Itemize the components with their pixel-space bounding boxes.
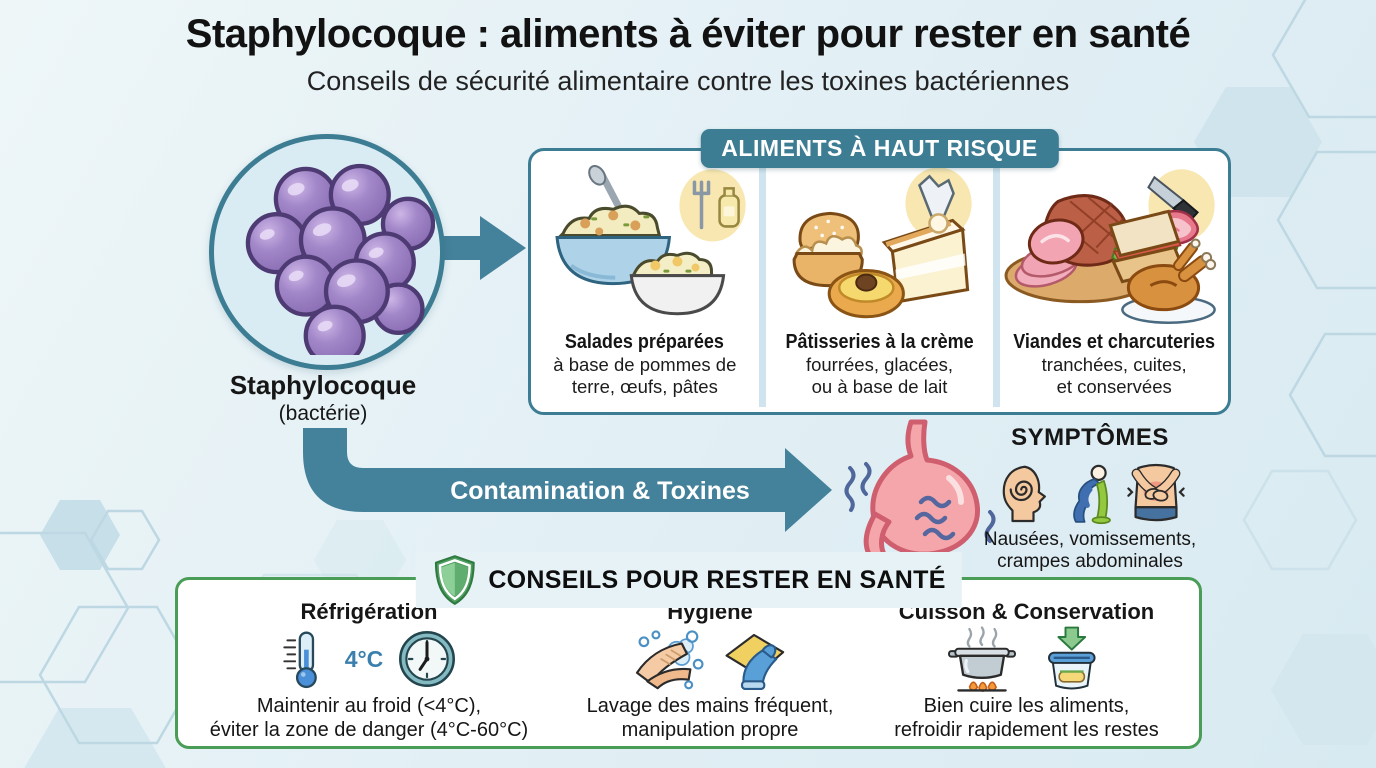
salad-bowls-icon bbox=[555, 165, 746, 316]
refrigeration-line2: éviter la zone de danger (4°C-60°C) bbox=[209, 719, 529, 742]
symptoms-icons bbox=[976, 457, 1204, 525]
storage-container-icon bbox=[1048, 626, 1096, 690]
contamination-arrow-label: Contamination & Toxines bbox=[450, 477, 750, 505]
advice-columns: Réfrigération 4°C bbox=[178, 580, 1199, 743]
cream-pastries-icon bbox=[792, 167, 972, 319]
page-title: Staphylocoque : aliments à éviter pour r… bbox=[185, 12, 1191, 56]
symptoms-description: Nausées, vomissements, crampes abdominal… bbox=[976, 529, 1204, 574]
clock-icon bbox=[399, 631, 456, 687]
high-risk-foods-box: ALIMENTS À HAUT RISQUE bbox=[528, 129, 1231, 415]
hygiene-line1: Lavage des mains fréquent, bbox=[586, 695, 834, 717]
refrigeration-icons: 4°C bbox=[280, 625, 459, 693]
high-risk-panels: Salades préparées à base de pommes de te… bbox=[531, 151, 1228, 412]
bacteria-label: Staphylocoque (bactérie) bbox=[163, 370, 483, 426]
refrigeration-description: Maintenir au froid (<4°C), éviter la zon… bbox=[210, 694, 528, 743]
refrigeration-title: Réfrigération bbox=[300, 599, 438, 624]
food-desc-pastries: fourrées, glacées, ou à base de lait bbox=[806, 354, 953, 398]
vomiting-person-icon bbox=[1073, 464, 1111, 525]
bacteria-circle bbox=[209, 134, 445, 370]
food-desc-meats-line2: et conservées bbox=[1056, 376, 1172, 398]
advice-col-refrigeration: Réfrigération 4°C bbox=[178, 599, 560, 743]
hand-washing-icon bbox=[635, 630, 704, 690]
food-desc-meats: tranchées, cuites, et conservées bbox=[1042, 354, 1187, 398]
advice-col-hygiene: Hygiène bbox=[560, 599, 860, 743]
glove-wiping-icon bbox=[725, 633, 784, 690]
symptoms-section: SYMPTÔMES bbox=[976, 424, 1204, 574]
food-desc-salads: à base de pommes de terre, œufs, pâtes bbox=[553, 354, 736, 398]
contamination-arrow bbox=[303, 428, 832, 532]
symptoms-line1: Nausées, vomissements, bbox=[983, 529, 1197, 550]
food-title-meats: Viandes et charcuteries bbox=[1013, 331, 1216, 353]
panel-divider bbox=[993, 163, 1001, 407]
thermometer-icon bbox=[283, 631, 317, 689]
cooking-pot-icon bbox=[948, 626, 1016, 692]
food-title-salads: Salades préparées bbox=[565, 331, 725, 353]
symptoms-line2: crampes abdominales bbox=[997, 551, 1183, 573]
nausea-head-icon bbox=[1002, 465, 1046, 523]
bacteria-cluster-icon bbox=[245, 163, 435, 355]
cooking-line2: refroidir rapidement les restes bbox=[894, 719, 1159, 742]
advice-title: CONSEILS POUR RESTER EN SANTÉ bbox=[488, 565, 946, 594]
food-panel-pastries: Pâtisseries à la crème fourrées, glacées… bbox=[766, 151, 994, 412]
cooking-icons bbox=[944, 625, 1109, 693]
health-advice-box: CONSEILS POUR RESTER EN SANTÉ Réfrigérat… bbox=[175, 552, 1202, 749]
abdominal-cramps-icon bbox=[1127, 463, 1185, 522]
panel-divider bbox=[758, 163, 766, 407]
advice-col-cooking: Cuisson & Conservation bbox=[860, 599, 1193, 743]
high-risk-header: ALIMENTS À HAUT RISQUE bbox=[700, 129, 1059, 168]
advice-header: CONSEILS POUR RESTER EN SANTÉ bbox=[415, 552, 962, 608]
cooking-line1: Bien cuire les aliments, bbox=[923, 695, 1130, 717]
hygiene-icons bbox=[631, 625, 790, 693]
food-desc-pastries-line1: fourrées, glacées, bbox=[805, 354, 954, 375]
food-desc-salads-line2: terre, œufs, pâtes bbox=[571, 376, 718, 398]
right-arrow-icon bbox=[430, 216, 526, 280]
food-desc-salads-line1: à base de pommes de bbox=[553, 354, 737, 375]
food-desc-pastries-line2: ou à base de lait bbox=[811, 376, 948, 398]
refrigeration-line1: Maintenir au froid (<4°C), bbox=[256, 695, 482, 717]
shield-icon bbox=[434, 555, 475, 605]
stomach-icon bbox=[844, 419, 996, 558]
bacteria-sublabel: (bactérie) bbox=[278, 402, 368, 425]
food-panel-salads: Salades préparées à base de pommes de te… bbox=[531, 151, 759, 412]
meats-platter-icon bbox=[1004, 169, 1217, 324]
food-desc-meats-line1: tranchées, cuites, bbox=[1041, 354, 1187, 375]
bacteria-name: Staphylocoque bbox=[229, 370, 417, 400]
cooking-description: Bien cuire les aliments, refroidir rapid… bbox=[894, 694, 1159, 743]
symptoms-title: SYMPTÔMES bbox=[1011, 424, 1169, 451]
food-panel-meats: Viandes et charcuteries tranchées, cuite… bbox=[1000, 151, 1228, 412]
food-title-pastries: Pâtisseries à la crème bbox=[785, 331, 974, 353]
hygiene-description: Lavage des mains fréquent, manipulation … bbox=[587, 694, 834, 743]
page-subtitle: Conseils de sécurité alimentaire contre … bbox=[306, 66, 1070, 96]
temperature-label: 4°C bbox=[344, 645, 384, 672]
hygiene-line2: manipulation propre bbox=[621, 719, 799, 742]
